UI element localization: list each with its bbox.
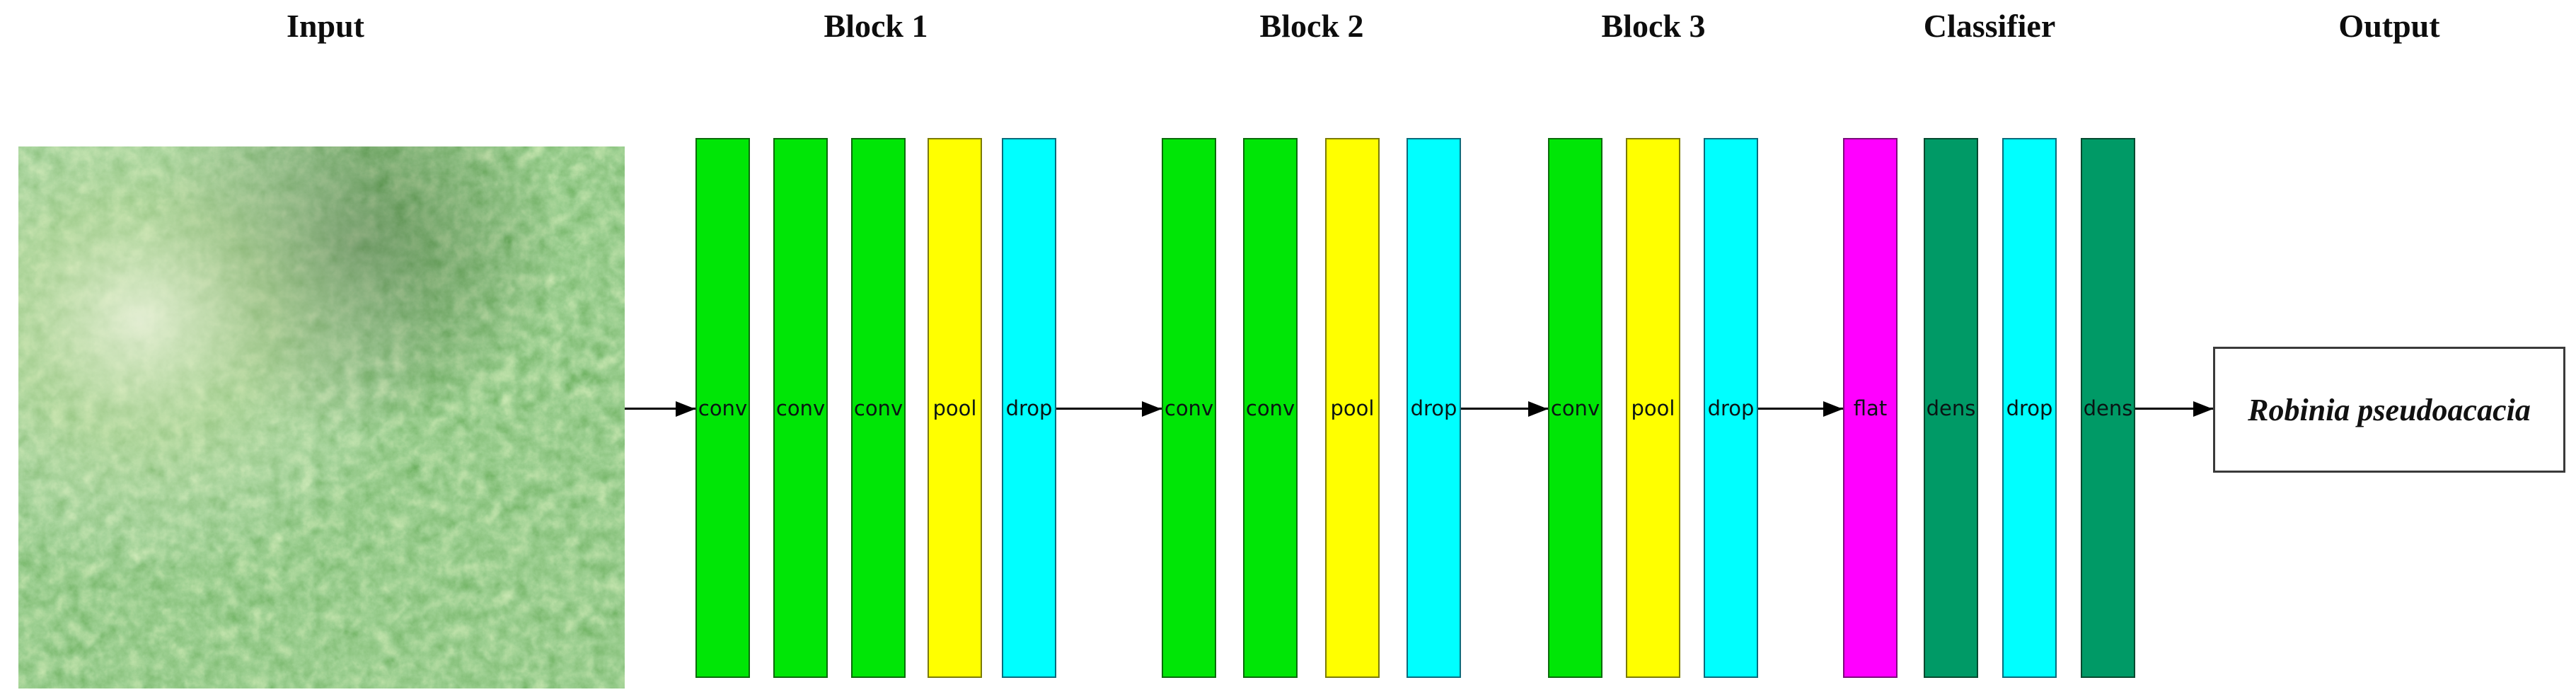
section-title-block2: Block 2 <box>1259 8 1364 44</box>
layer-bar-pool: pool <box>928 138 982 678</box>
arrow-input-to-block1 <box>625 408 695 410</box>
input-forest-image <box>18 146 625 689</box>
layer-label: conv <box>698 396 748 420</box>
layer-bar-pool: pool <box>1325 138 1380 678</box>
layer-label: drop <box>1410 396 1457 420</box>
layer-label: drop <box>1005 396 1053 420</box>
layer-label: conv <box>1164 396 1214 420</box>
arrow-classifier-to-output <box>2135 408 2213 410</box>
layer-bar-dens: dens <box>2081 138 2135 678</box>
layer-label: dens <box>1926 396 1976 420</box>
layer-bar-conv: conv <box>695 138 750 678</box>
layer-bar-conv: conv <box>1548 138 1602 678</box>
layer-label: drop <box>1707 396 1755 420</box>
layer-bar-conv: conv <box>1243 138 1298 678</box>
layer-label: dens <box>2083 396 2133 420</box>
layer-bar-flat: flat <box>1843 138 1898 678</box>
layer-bar-drop: drop <box>1704 138 1758 678</box>
layer-bar-drop: drop <box>1002 138 1056 678</box>
layer-label: conv <box>775 396 826 420</box>
arrow-block1-to-block2 <box>1056 408 1162 410</box>
layer-label: drop <box>2006 396 2053 420</box>
layer-label: pool <box>1330 396 1375 420</box>
forest-canopy-texture <box>18 146 625 689</box>
layer-bar-pool: pool <box>1626 138 1680 678</box>
output-box: Robinia pseudoacacia <box>2213 347 2565 473</box>
layer-label: conv <box>1245 396 1295 420</box>
layer-label: pool <box>1631 396 1675 420</box>
section-title-block1: Block 1 <box>824 8 928 44</box>
section-title-input: Input <box>287 8 364 44</box>
section-title-block3: Block 3 <box>1601 8 1706 44</box>
section-title-classifier: Classifier <box>1923 8 2056 44</box>
layer-label: pool <box>932 396 977 420</box>
layer-label: conv <box>1550 396 1600 420</box>
section-title-output: Output <box>2338 8 2440 44</box>
layer-bar-dens: dens <box>1924 138 1978 678</box>
arrow-block3-to-classifier <box>1758 408 1843 410</box>
output-species-label: Robinia pseudoacacia <box>2248 392 2531 427</box>
layer-bar-drop: drop <box>1407 138 1461 678</box>
arrow-block2-to-block3 <box>1461 408 1548 410</box>
layer-bar-conv: conv <box>773 138 828 678</box>
layer-label: conv <box>853 396 903 420</box>
layer-bar-drop: drop <box>2002 138 2057 678</box>
layer-bar-conv: conv <box>1162 138 1216 678</box>
layer-bar-conv: conv <box>851 138 906 678</box>
layer-label: flat <box>1853 396 1888 420</box>
